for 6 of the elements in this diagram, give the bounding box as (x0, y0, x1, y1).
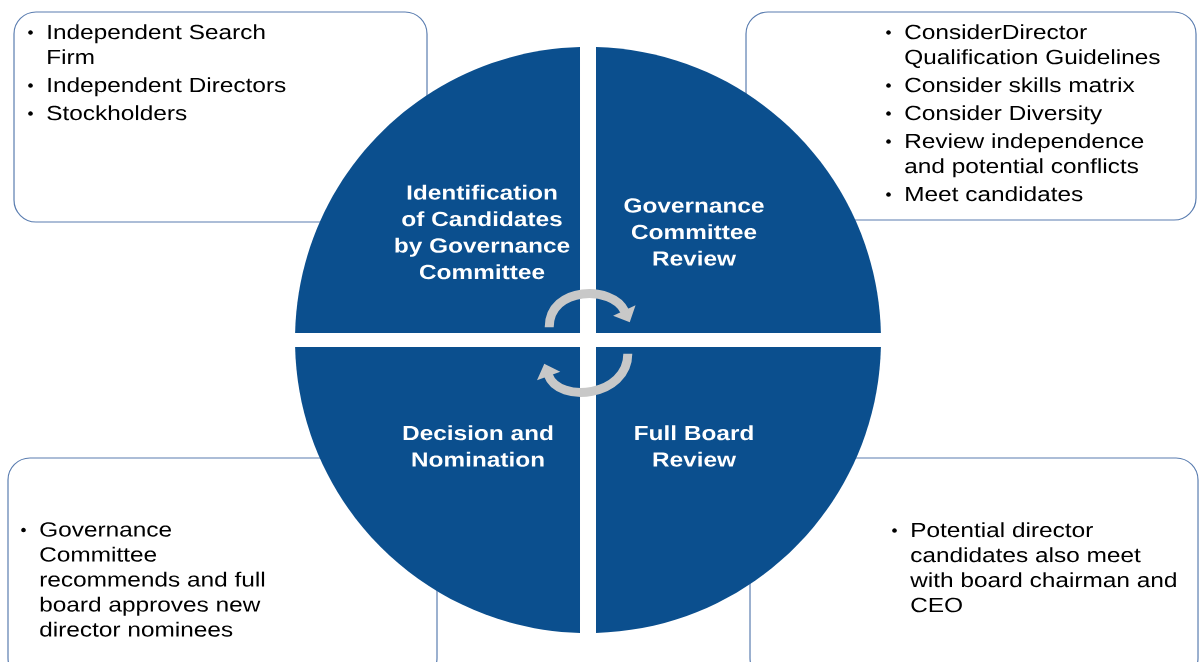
quadrant-segment: Identification of Candidates by Governance Committee (295, 47, 580, 333)
callout-box: Potential director candidates also meet with board chairman and CEO (749, 457, 1199, 662)
cycle-arrow (544, 289, 636, 328)
quadrant-segment: Governance Committee Review (596, 47, 881, 333)
quadrant-segment: Decision and Nomination (295, 347, 580, 633)
quadrant-segment: Full Board Review (596, 347, 881, 633)
